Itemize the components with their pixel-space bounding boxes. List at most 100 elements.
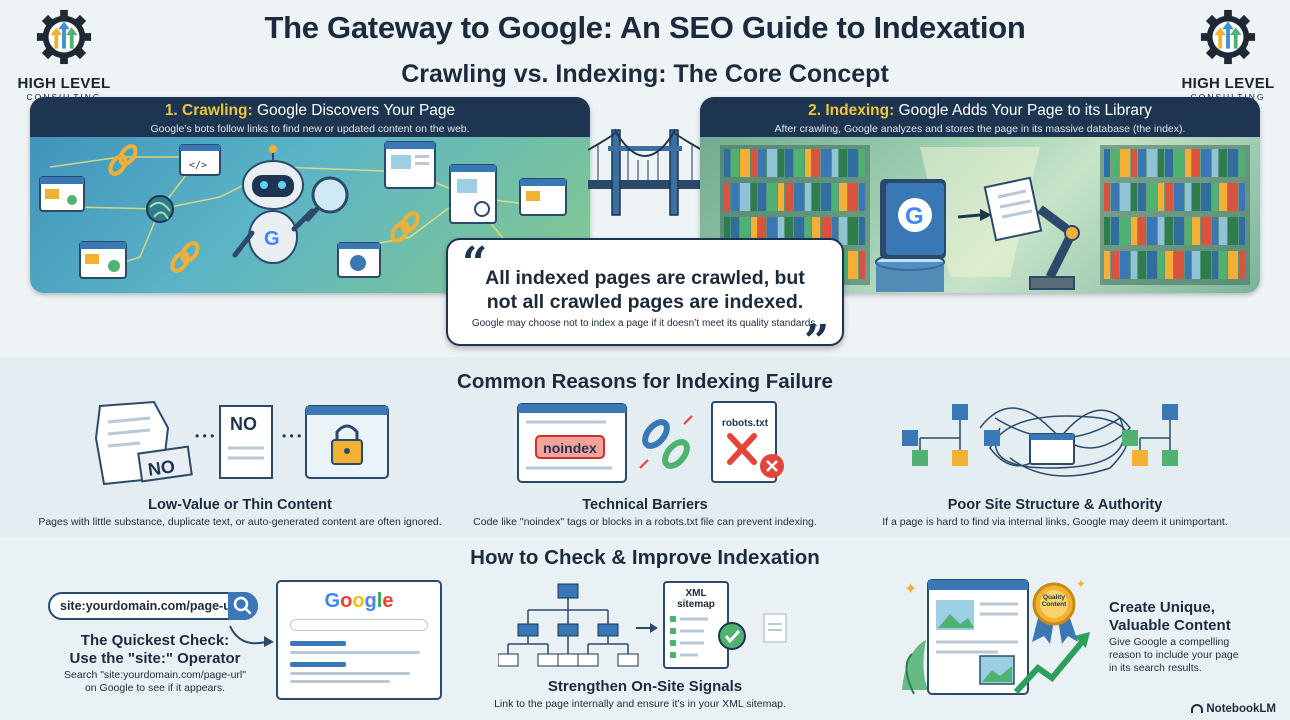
indexing-number: 2. Indexing:: [808, 102, 895, 119]
on-site-signals-illustration: [498, 581, 787, 669]
arrow-right-icon: [980, 209, 992, 221]
brand-text: NotebookLM: [1206, 703, 1276, 715]
logo-left: HIGH LEVEL CONSULTING: [4, 8, 124, 102]
thin-content-illustration: • • • • • •: [94, 400, 389, 486]
book-spine: [724, 183, 730, 211]
quality-badge-label: Quality Content: [1036, 594, 1072, 608]
content-page-window-icon: [927, 579, 1029, 695]
crawling-heading: Google Discovers Your Page: [256, 102, 456, 119]
quality-content-illustration: ✦ ✦: [902, 577, 1090, 695]
book-spine: [1212, 217, 1218, 245]
locked-window-icon: [305, 405, 389, 479]
google-search-field: [290, 619, 428, 631]
book-spine: [758, 149, 766, 177]
book-spine: [1212, 149, 1218, 177]
robots-txt-document-icon: [711, 401, 784, 483]
reason-title-structure: Poor Site Structure & Authority: [947, 497, 1163, 513]
key-insight-text: All indexed pages are crawled, but not a…: [448, 266, 842, 314]
no-content-page-icon: [219, 405, 273, 479]
search-icon: [233, 596, 252, 615]
crawling-number: 1. Crawling:: [164, 102, 253, 119]
xml-sitemap-label-line-1: XML: [685, 588, 707, 599]
book-spine: [1219, 149, 1227, 177]
web-page-icon: [519, 178, 567, 216]
logo-right: HIGH LEVEL CONSULTING: [1168, 8, 1288, 102]
book-spine: [1120, 183, 1130, 211]
check-band: [0, 540, 1290, 720]
quickest-check-desc: Search "site:yourdomain.com/page-url" on…: [40, 669, 270, 695]
book-spine: [1158, 217, 1164, 245]
robotic-arm-icon: [1029, 205, 1080, 290]
book-spine: [821, 217, 831, 245]
book-spine: [1201, 251, 1211, 279]
book-spine: [1104, 183, 1110, 211]
book-spine: [848, 183, 858, 211]
book-spine: [1192, 149, 1200, 177]
book-spine: [1228, 217, 1238, 245]
book-spine: [812, 183, 820, 211]
book-spine: [778, 149, 784, 177]
notebooklm-icon: [1191, 704, 1204, 713]
curved-arrow-icon: [229, 625, 274, 647]
book-spine: [1158, 183, 1164, 211]
book-spine: [785, 217, 793, 245]
book-spine: [1120, 149, 1130, 177]
book-spine: [1111, 183, 1119, 211]
book-spine: [740, 217, 750, 245]
book-spine: [724, 217, 730, 245]
close-quote-icon: ”: [804, 316, 830, 367]
book-spine: [1147, 183, 1157, 211]
book-spine: [805, 217, 811, 245]
book-spine: [1219, 251, 1227, 279]
book-spine: [848, 251, 858, 279]
book-spine: [1239, 251, 1245, 279]
book-spine: [1174, 217, 1184, 245]
chain-link-icon: [108, 144, 138, 176]
crawling-desc: Google’s bots follow links to find new o…: [150, 123, 470, 135]
quickest-check-title-line-2: Use the "site:" Operator: [69, 650, 241, 667]
book-spine: [1201, 183, 1211, 211]
book-spine: [1131, 149, 1137, 177]
book-spine: [1131, 217, 1137, 245]
google-index-book-icon: G: [880, 179, 946, 259]
book-spine: [1174, 251, 1184, 279]
quality-badge-icon: [1032, 582, 1078, 644]
key-insight-note: Google may choose not to index a page if…: [471, 318, 819, 329]
book-spine: [832, 217, 838, 245]
book-spine: [1212, 183, 1218, 211]
svg-text:G: G: [905, 203, 924, 230]
web-page-icon: [79, 241, 127, 279]
book-spine: [1201, 217, 1211, 245]
book-spine: [821, 183, 831, 211]
book-spine: [1138, 251, 1146, 279]
book-spine: [758, 183, 766, 211]
book-spine: [1111, 251, 1119, 279]
content-title-line-2: Valuable Content: [1109, 617, 1231, 634]
arrow-right-icon: [650, 623, 658, 633]
quality-badge-label-line-2: Content: [1041, 601, 1067, 608]
book-spine: [1185, 251, 1191, 279]
robots-txt-label: robots.txt: [721, 418, 769, 429]
magnifying-glass-icon: [305, 176, 349, 222]
quality-badge-label-line-1: Quality: [1042, 594, 1066, 601]
content-desc: Give Google a compelling reason to inclu…: [1109, 636, 1279, 675]
noindex-tag-label: noindex: [543, 440, 597, 456]
book-spine: [859, 183, 865, 211]
book-spine: [859, 149, 865, 177]
book-spine: [1147, 149, 1157, 177]
content-desc-line-1: Give Google a compelling: [1109, 636, 1230, 648]
notebooklm-brand: NotebookLM: [1191, 703, 1276, 715]
svg-text:✦: ✦: [904, 581, 917, 598]
book-spine: [751, 217, 757, 245]
book-spine: [778, 183, 784, 211]
book-spine: [1201, 149, 1211, 177]
small-document-icon: [763, 613, 787, 643]
book-spine: [1165, 217, 1173, 245]
book-spine: [794, 217, 804, 245]
svg-text:G: G: [264, 228, 280, 250]
quickest-check-title: The Quickest Check: Use the "site:" Oper…: [40, 632, 270, 668]
book-spine: [1185, 149, 1191, 177]
book-spine: [1120, 251, 1130, 279]
book-spine: [1158, 149, 1164, 177]
chain-link-icon: [170, 241, 200, 273]
